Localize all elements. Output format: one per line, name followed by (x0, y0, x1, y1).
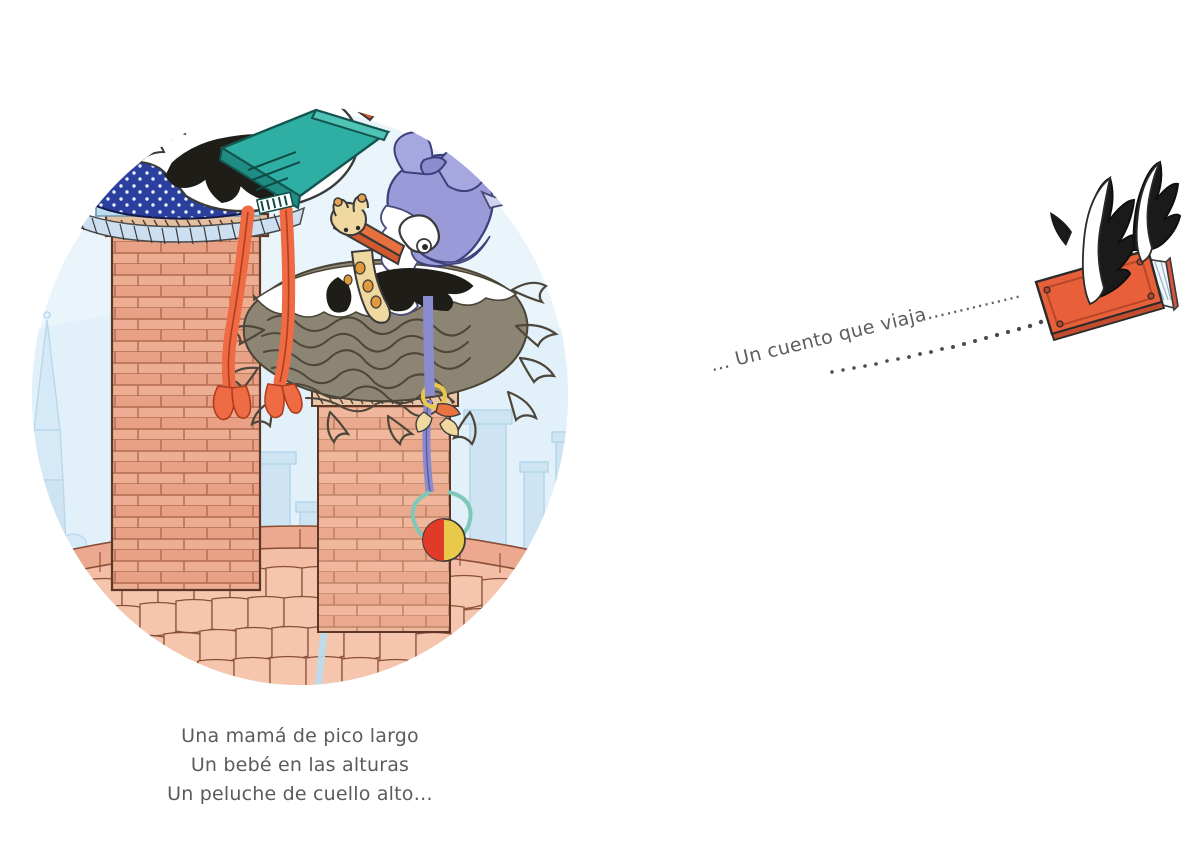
mother-stork-head (269, 0, 321, 56)
caption-line-1: Una mamá de pico largo (181, 725, 419, 747)
baby-stork-head (398, 214, 441, 254)
caption-line-2: Un bebé en las alturas (190, 754, 410, 776)
travel-panel: … Un cuento que viaja…………… (600, 0, 1200, 851)
book-right-wing (1132, 160, 1182, 264)
caption-line-3: Un peluche de cuello alto… (167, 783, 433, 805)
teal-storybook (218, 108, 391, 215)
mother-stork-legs (212, 203, 303, 421)
giraffe-plush-toy (326, 193, 391, 324)
caption-block: Una mamá de pico largo Un bebé en las al… (0, 722, 600, 809)
mother-stork (138, 0, 391, 421)
illustration-oval-frame (32, 0, 568, 685)
stork-nest-illustration (32, 0, 568, 685)
flying-book-illustration (830, 160, 1182, 374)
illustration-panel (0, 0, 600, 720)
ring-flower-toy (415, 383, 461, 437)
book-left-wing (1050, 175, 1140, 306)
flying-book-with-wings (1034, 160, 1182, 342)
hanging-ball-toy (410, 383, 473, 562)
